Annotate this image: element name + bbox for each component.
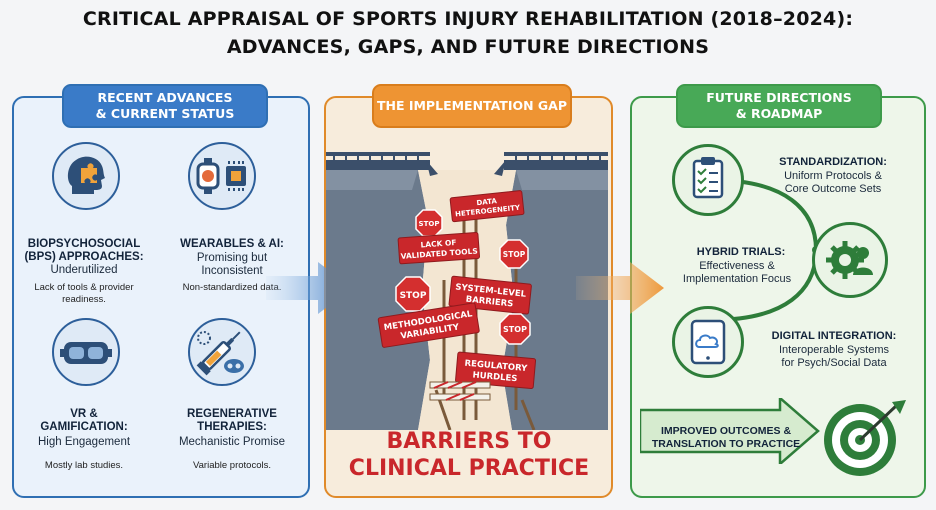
- stop-sign-3-label: STOP: [400, 291, 427, 301]
- regenerative-title-line1: REGENERATIVE: [187, 408, 277, 420]
- bps-title-line2: (BPS) APPROACHES:: [24, 251, 144, 263]
- future-directions-heading: FUTURE DIRECTIONS & ROADMAP: [676, 84, 882, 128]
- hybrid-trials-title: HYBRID TRIALS:: [696, 246, 786, 258]
- stop-sign-1: STOP: [415, 209, 443, 237]
- barricade-icon: [429, 381, 491, 401]
- bps-title: BIOPSYCHOSOCIAL (BPS) APPROACHES:: [18, 238, 150, 264]
- regenerative-title: REGENERATIVE THERAPIES:: [170, 408, 294, 434]
- regenerative-title-line2: THERAPIES:: [197, 421, 267, 433]
- bridge-left-icon: [326, 152, 438, 176]
- future-heading-line2: & ROADMAP: [735, 106, 823, 121]
- barriers-line1: BARRIERS TO: [386, 429, 552, 454]
- sign-lack-of-tools-line1: LACK OF: [420, 238, 457, 249]
- implementation-gap-heading: THE IMPLEMENTATION GAP: [372, 84, 572, 128]
- sign-lack-of-validated-tools: LACK OF VALIDATED TOOLS: [397, 232, 480, 265]
- improved-outcomes-line2: TRANSLATION TO PRACTICE: [651, 438, 801, 450]
- regenerative-note: Variable protocols.: [193, 460, 271, 471]
- clipboard-checklist-icon: [672, 144, 744, 216]
- vr-headset-icon: [52, 318, 120, 386]
- target-arrow-icon: [824, 400, 906, 476]
- standardization-title: STANDARDIZATION:: [779, 156, 887, 168]
- wearables-title: WEARABLES & AI:: [180, 238, 284, 250]
- smartwatch-chip-icon: [188, 142, 256, 210]
- bps-subtitle: Underutilized: [50, 264, 118, 276]
- stop-sign-3: STOP: [395, 276, 431, 312]
- left-cliff: [326, 170, 430, 430]
- barriers-to-clinical-practice: BARRIERS TO CLINICAL PRACTICE: [324, 428, 614, 482]
- bps-note: Lack of tools & provider readiness.: [18, 282, 150, 306]
- wearables-subtitle-line2: Inconsistent: [201, 265, 263, 277]
- sign-methodological-variability: METHODOLOGICAL VARIABILITY: [377, 302, 480, 348]
- improved-outcomes-label: IMPROVED OUTCOMES & TRANSLATION TO PRACT…: [641, 425, 811, 451]
- regenerative-subtitle: Mechanistic Promise: [178, 436, 286, 448]
- stop-sign-1-label: STOP: [419, 220, 440, 228]
- advances-heading-line1: RECENT ADVANCES: [97, 90, 233, 105]
- wearables-subtitle: Promising but Inconsistent: [170, 252, 294, 278]
- digital-integration-title: DIGITAL INTEGRATION:: [771, 330, 897, 342]
- vr-title-line1: VR &: [70, 408, 98, 420]
- broken-bridge-scene: STOP DATA HETEROGENEITY LACK OF VALIDATE…: [326, 152, 608, 430]
- future-heading-line1: FUTURE DIRECTIONS: [706, 90, 852, 105]
- tablet-cloud-icon: [672, 306, 744, 378]
- gear-person-icon: [812, 222, 888, 298]
- sign-regulatory-hurdles: REGULATORY HURDLES: [455, 351, 537, 390]
- standardization-line1: Uniform Protocols &: [784, 170, 882, 182]
- sign-regulatory-line2: HURDLES: [472, 370, 518, 384]
- stop-sign-4-label: STOP: [503, 325, 527, 334]
- standardization-desc: Uniform Protocols & Core Outcome Sets: [748, 170, 918, 196]
- vr-title: VR & GAMIFICATION:: [18, 408, 150, 434]
- advances-heading-line2: & CURRENT STATUS: [95, 106, 235, 121]
- wearables-note: Non-standardized data.: [182, 282, 282, 293]
- sign-data-heterogeneity-line1: DATA: [476, 197, 498, 207]
- improved-outcomes-line1: IMPROVED OUTCOMES &: [660, 425, 792, 437]
- wearables-subtitle-line1: Promising but: [196, 252, 268, 264]
- improved-outcomes-arrow-icon: [640, 398, 820, 464]
- bps-note-line1: Lack of tools & provider: [34, 282, 134, 293]
- standardization-line2: Core Outcome Sets: [784, 183, 882, 195]
- digital-integration-line2: for Psych/Social Data: [781, 357, 887, 369]
- sign-data-heterogeneity: DATA HETEROGENEITY: [449, 190, 525, 223]
- head-puzzle-icon: [52, 142, 120, 210]
- syringe-cells-icon: [188, 318, 256, 386]
- barriers-line2: CLINICAL PRACTICE: [348, 456, 590, 481]
- bps-title-line1: BIOPSYCHOSOCIAL: [27, 238, 141, 250]
- flow-arrow-right-icon: [576, 262, 664, 314]
- sign-system-level-line2: BARRIERS: [465, 295, 514, 310]
- stop-sign-2: STOP: [499, 239, 529, 269]
- digital-integration-desc: Interoperable Systems for Psych/Social D…: [744, 344, 924, 370]
- stop-sign-2-label: STOP: [503, 250, 526, 259]
- page-title-line1: CRITICAL APPRAISAL OF SPORTS INJURY REHA…: [82, 8, 854, 30]
- digital-integration-line1: Interoperable Systems: [778, 344, 890, 356]
- hybrid-trials-line1: Effectiveness &: [699, 260, 775, 272]
- stop-sign-4: STOP: [499, 313, 531, 345]
- implementation-gap-heading-text: THE IMPLEMENTATION GAP: [376, 98, 568, 113]
- bridge-right-icon: [494, 152, 608, 176]
- advances-heading: RECENT ADVANCES & CURRENT STATUS: [62, 84, 268, 128]
- vr-subtitle: High Engagement: [37, 436, 131, 448]
- vr-note: Mostly lab studies.: [44, 460, 124, 471]
- hybrid-trials-line2: Implementation Focus: [682, 273, 792, 285]
- vr-title-line2: GAMIFICATION:: [40, 421, 128, 433]
- hybrid-trials-desc: Effectiveness & Implementation Focus: [662, 260, 812, 286]
- bps-note-line2: readiness.: [62, 294, 106, 305]
- page-title-line2: ADVANCES, GAPS, AND FUTURE DIRECTIONS: [226, 36, 710, 58]
